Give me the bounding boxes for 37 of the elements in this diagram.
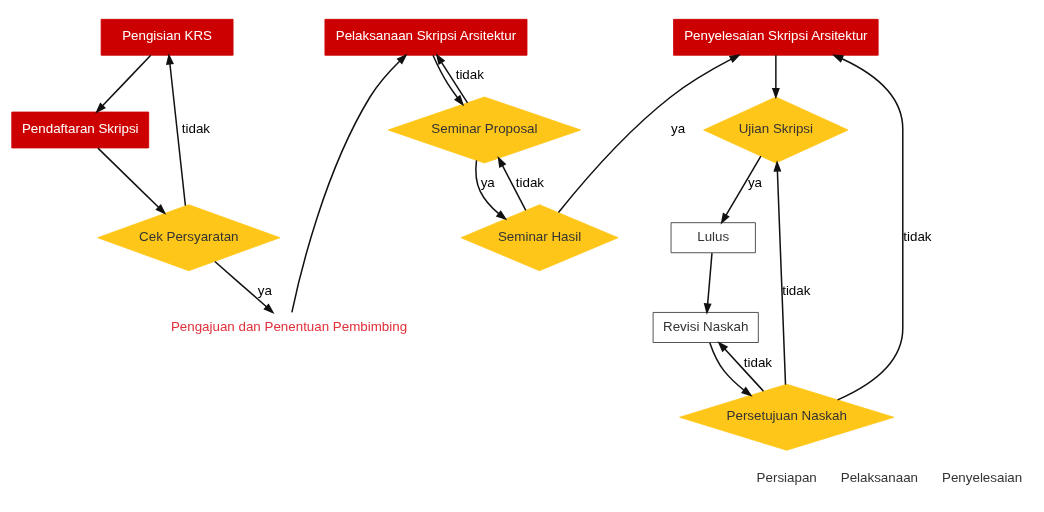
- edge-label: tidak: [455, 66, 484, 82]
- edge-label: ya: [747, 174, 763, 190]
- edge-label: tidak: [181, 120, 211, 136]
- arrow: [832, 53, 904, 401]
- arrow: [97, 146, 167, 215]
- node-box: Pendaftaran Skripsi: [11, 111, 150, 148]
- arrow: [720, 154, 762, 224]
- node-box: Pelaksanaan Skripsi Arsitektur: [324, 18, 528, 56]
- edge-label: tidak: [782, 282, 811, 298]
- arrow: [214, 260, 275, 314]
- node-box: Pengisian KRS: [100, 18, 234, 56]
- node-text: Pengajuan dan Penentuan Pembimbing: [170, 318, 408, 334]
- arrow: [717, 340, 765, 392]
- node-box: Penyelesaian Skripsi Arsitektur: [673, 18, 879, 56]
- arrow: [95, 54, 152, 113]
- arrow: [166, 52, 187, 206]
- edge-label: ya: [671, 120, 686, 136]
- edge-label: tidak: [743, 354, 773, 370]
- edge-label: ya: [257, 282, 272, 298]
- arrow: [557, 53, 741, 213]
- node-diamond: Ujian Skripsi: [703, 96, 849, 163]
- edge-label: tidak: [515, 174, 545, 190]
- arrow: [475, 159, 508, 220]
- node-box: Revisi Naskah: [652, 311, 759, 343]
- arrow: [703, 251, 713, 315]
- arrow: [709, 341, 753, 397]
- label: Penyelesaian: [942, 469, 1023, 485]
- edge-label: ya: [480, 174, 495, 190]
- arrow: [771, 54, 780, 99]
- label: Persiapan: [756, 469, 817, 485]
- arrow: [497, 155, 527, 211]
- arrow: [773, 159, 787, 385]
- node-diamond: Seminar Hasil: [460, 203, 619, 271]
- arrow: [291, 53, 408, 313]
- label: Pelaksanaan: [840, 469, 919, 485]
- node-box: Lulus: [670, 221, 756, 253]
- edge-label: tidak: [903, 228, 932, 244]
